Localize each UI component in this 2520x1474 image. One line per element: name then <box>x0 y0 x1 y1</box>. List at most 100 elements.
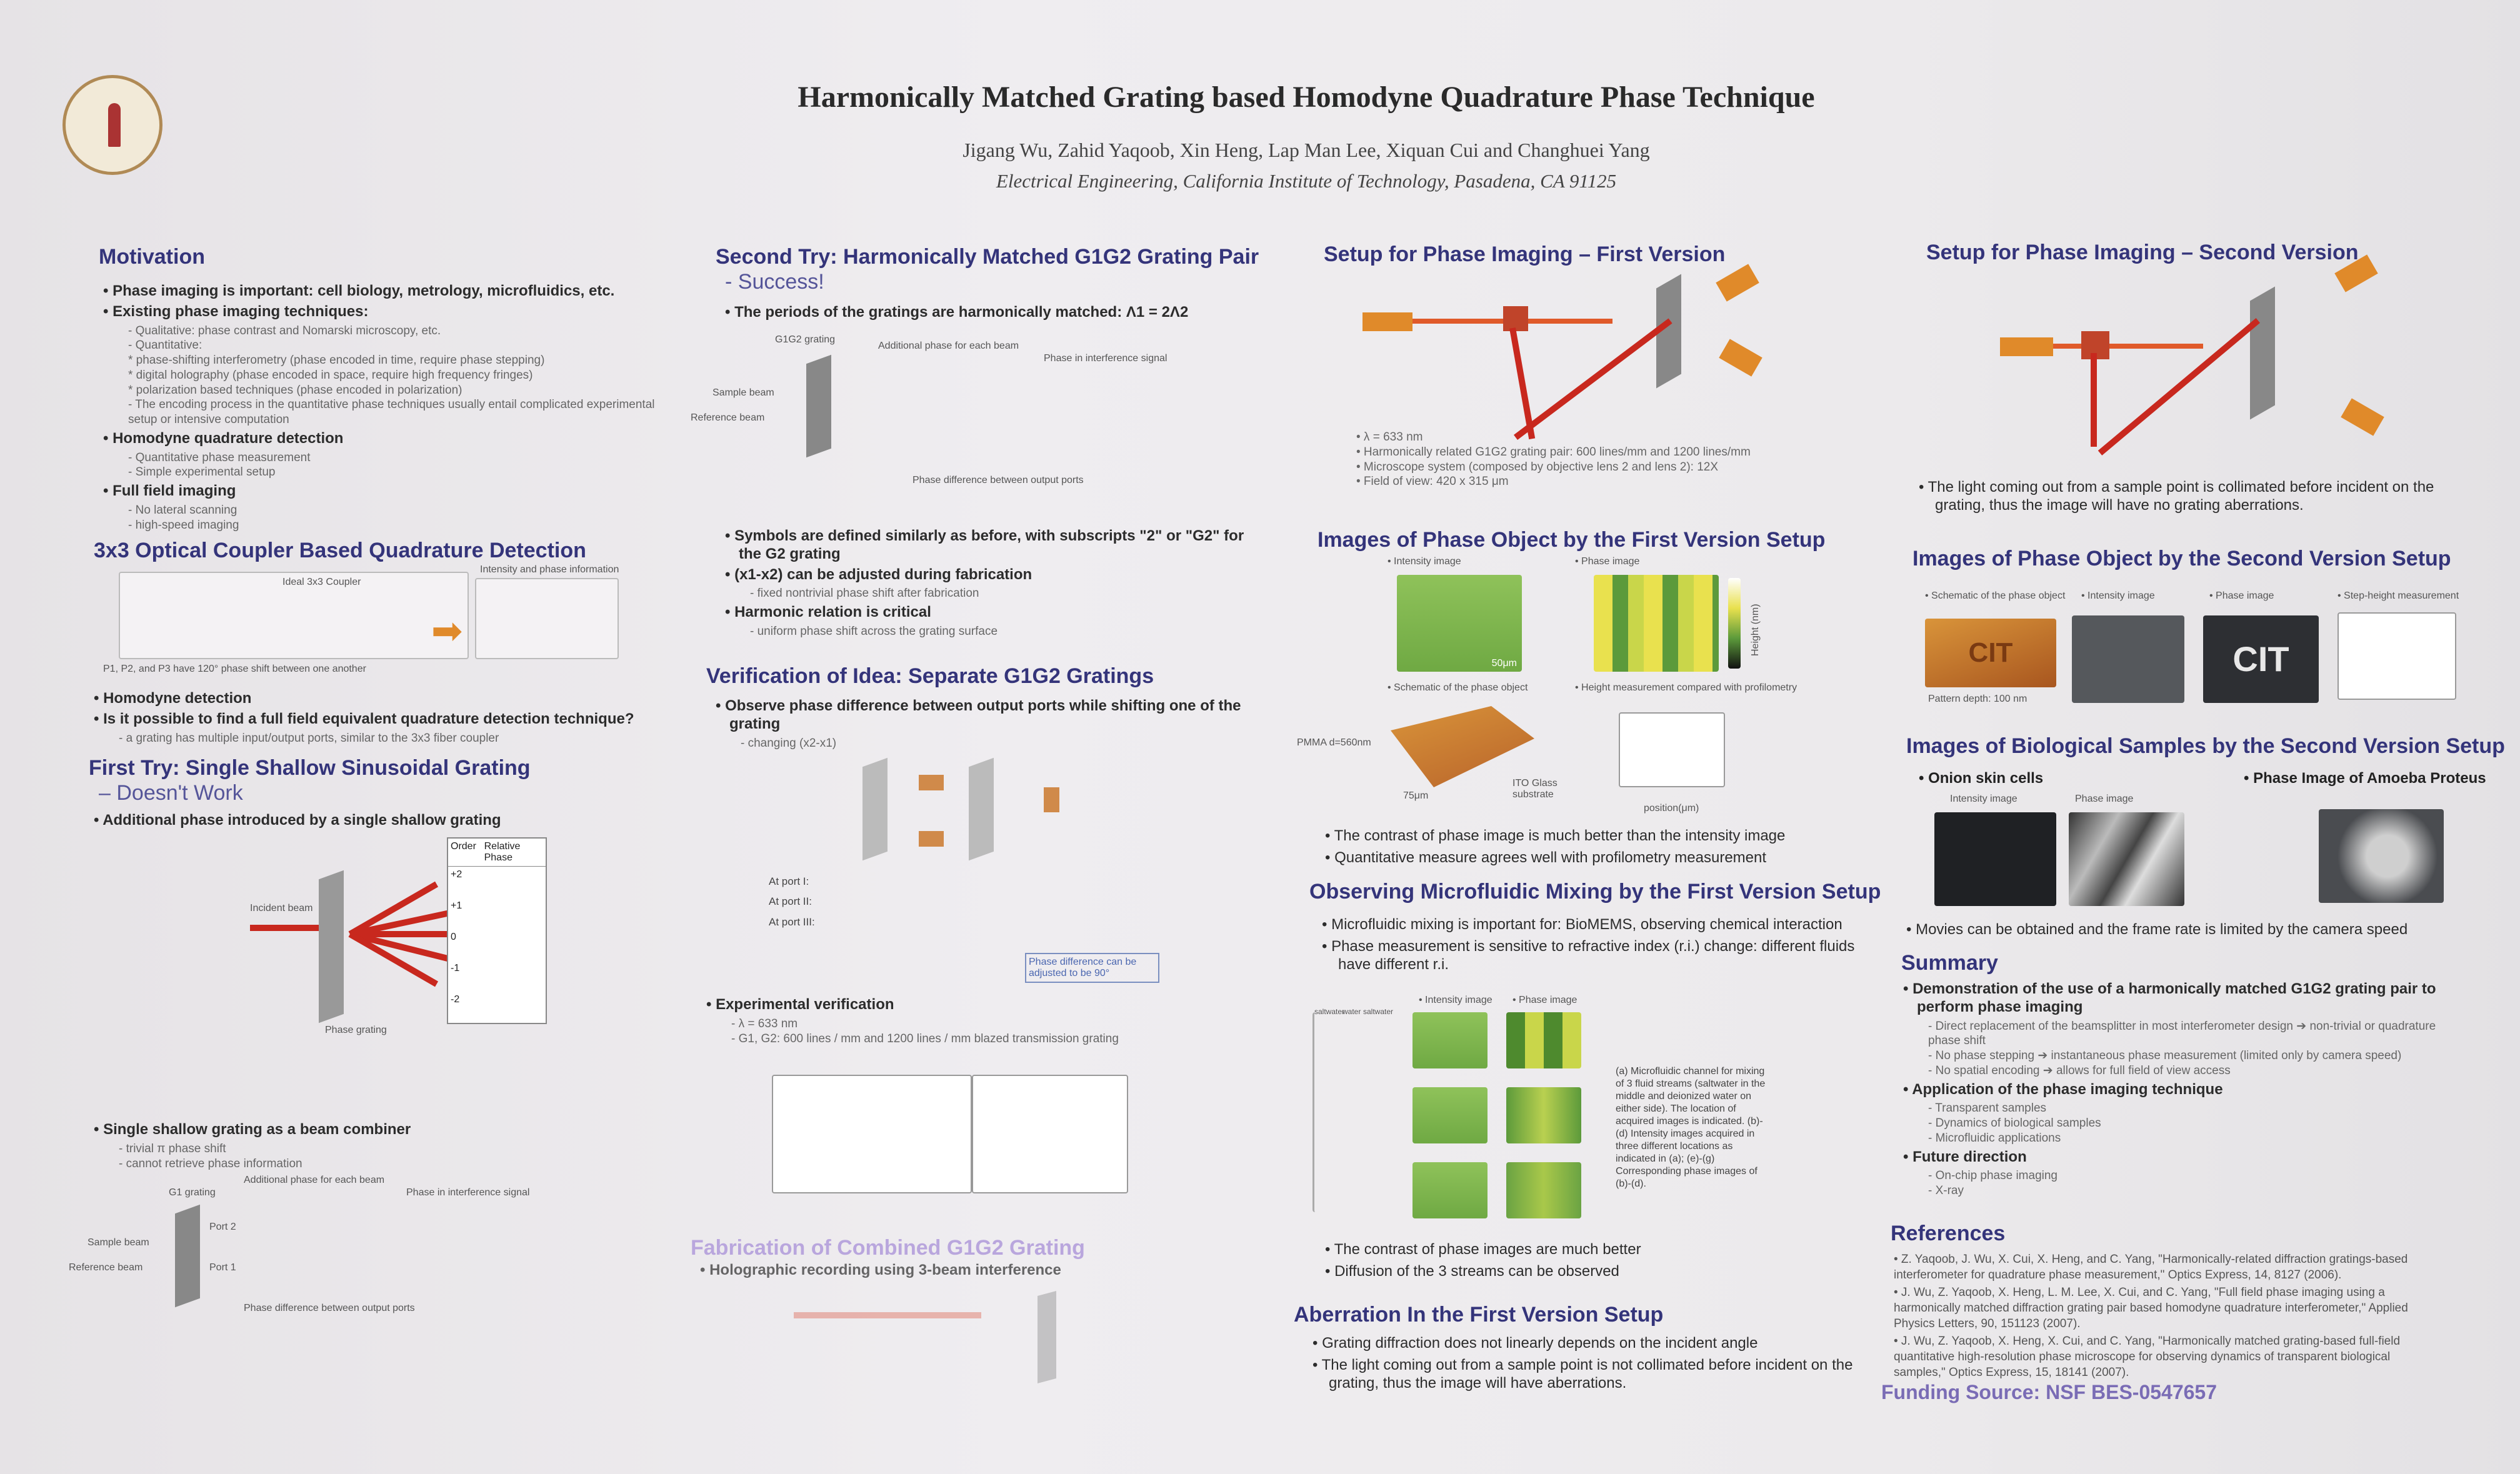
bullet-item: Homodyne quadrature detection <box>103 430 666 448</box>
coupler-label: Ideal 3x3 Coupler <box>282 577 361 587</box>
phase-object-schematic <box>1391 706 1534 787</box>
sub-bullet: - Direct replacement of the beamsplitter… <box>1928 1019 2436 1048</box>
hene-laser <box>2000 337 2053 356</box>
label: ITO Glass substrate <box>1512 778 1558 800</box>
microfluidic-list: Microfluidic mixing is important for: Bi… <box>1322 912 1859 977</box>
first-try-heading: First Try: Single Shallow Sinusoidal Gra… <box>89 756 531 780</box>
holographic-setup-diagram <box>762 1287 1088 1393</box>
coupler-list: Homodyne detectionIs it possible to find… <box>94 687 669 745</box>
sub-bullet: - changing (x2-x1) <box>741 736 837 750</box>
hene-laser <box>1362 312 1412 331</box>
order-cell: +2 <box>451 869 462 880</box>
bullet-item: Phase imaging is important: cell biology… <box>103 282 666 301</box>
colorbar-height-label: Height (nm) <box>1750 604 1761 656</box>
bullet-item: Full field imaging <box>103 482 666 500</box>
fabrication-list: Holographic recording using 3-beam inter… <box>700 1259 1238 1282</box>
phase-note-box: Phase difference can be adjusted to be 9… <box>1025 953 1159 983</box>
summary-heading: Summary <box>1901 951 1998 975</box>
label: saltwater <box>1363 1007 1394 1016</box>
incident-beam <box>250 925 344 931</box>
setup1-heading: Setup for Phase Imaging – First Version <box>1324 242 1726 266</box>
sub-bullet: - cannot retrieve phase information <box>119 1157 302 1170</box>
amoeba-text: Phase Image of Amoeba Proteus <box>2253 770 2486 787</box>
poster-title: Harmonically Matched Grating based Homod… <box>798 81 1815 114</box>
sub-bullet: - Microfluidic applications <box>1928 1131 2061 1145</box>
bullet-item: Microfluidic mixing is important for: Bi… <box>1322 916 1859 934</box>
first-try-list: Additional phase introduced by a single … <box>94 809 656 832</box>
reference-item: • Z. Yaqoob, J. Wu, X. Cui, X. Heng, and… <box>1894 1253 2408 1282</box>
label: water <box>1342 1007 1361 1016</box>
verification-list: Observe phase difference between output … <box>716 695 1253 750</box>
onion-phase-image <box>2069 812 2184 906</box>
sub-bullet: - fixed nontrivial phase shift after fab… <box>750 587 979 600</box>
label: Port 2 <box>209 1222 236 1232</box>
second-try-heading: Second Try: Harmonically Matched G1G2 Gr… <box>716 245 1259 269</box>
port-equations: At port I: At port II: At port III: <box>769 872 1119 932</box>
height-profile-plot <box>1619 712 1725 787</box>
axis-label: position(μm) <box>1644 803 1699 814</box>
order-cell: -2 <box>451 994 460 1005</box>
caption: • Schematic of the phase object <box>1388 682 1528 693</box>
laser-beam <box>1513 318 1672 440</box>
laser-beam <box>2091 353 2097 447</box>
motivation-list: Phase imaging is important: cell biology… <box>103 280 666 532</box>
sub-bullet: - Qualitative: phase contrast and Nomars… <box>128 324 441 337</box>
label: Additional phase for each beam <box>244 1175 385 1185</box>
sub-bullet: * polarization based techniques (phase e… <box>128 383 462 397</box>
g1-grating-figure: G1 grating Sample beam Reference beam Po… <box>69 1175 562 1343</box>
phase-image-f <box>1506 1087 1581 1143</box>
caption: Phase image <box>2075 794 2134 804</box>
bullet-item: Homodyne detection <box>94 690 669 708</box>
onion-intensity-image <box>1934 812 2056 906</box>
label: Phase difference between output ports <box>244 1303 415 1313</box>
coupler-equation: Intensity and phase information <box>475 564 619 659</box>
phase-image-e <box>1506 1012 1581 1068</box>
bullet-item: Observe phase difference between output … <box>716 697 1253 734</box>
bio-list: Movies can be obtained and the frame rat… <box>1906 917 2469 943</box>
coupler-info-label: Intensity and phase information <box>480 564 619 575</box>
bullet-item: Phase measurement is sensitive to refrac… <box>1322 938 1859 974</box>
caption: • Schematic of the phase object <box>1925 590 2066 601</box>
bullet-item: Symbols are defined similarly as before,… <box>725 527 1262 564</box>
authors: Jigang Wu, Zahid Yaqoob, Xin Heng, Lap M… <box>962 139 1650 161</box>
beam-combiner-list: Single shallow grating as a beam combine… <box>94 1118 656 1171</box>
label: Sample beam <box>712 387 774 398</box>
camera <box>1716 264 1759 302</box>
microfluidic-channel-diagram: saltwater water saltwater <box>1312 1007 1394 1212</box>
arrow-icon: ➡ <box>431 610 463 652</box>
laser-beam <box>794 1312 981 1318</box>
bullet-item: (x1-x2) can be adjusted during fabricati… <box>725 566 1262 584</box>
cit-schematic: CIT <box>1925 619 2056 687</box>
caption: • Phase image <box>2209 590 2274 601</box>
sub-bullet: - high-speed imaging <box>128 518 239 532</box>
label: Sample beam <box>88 1237 149 1248</box>
bullet-item: The contrast of phase image is much bett… <box>1325 827 1862 845</box>
sub-bullet: - λ = 633 nm <box>731 1017 798 1030</box>
sub-bullet: - Quantitative: <box>128 339 202 352</box>
reference-item: • J. Wu, Z. Yaqoob, X. Heng, L. M. Lee, … <box>1894 1286 2408 1330</box>
scale-bar: 50μm <box>1491 658 1517 669</box>
grating-g2 <box>969 757 994 861</box>
sub-bullet: • λ = 633 nm <box>1356 431 1423 444</box>
intensity-image-c <box>1412 1087 1488 1143</box>
g1g2-grating-figure: G1G2 grating Sample beam Reference beam … <box>691 331 1212 519</box>
bar-width-label: 75μm <box>1403 790 1429 801</box>
mirror-m2 <box>919 831 944 847</box>
intensity-image-d <box>1412 1162 1488 1218</box>
separate-gratings-diagram <box>781 750 1081 869</box>
phase-header: Relative Phase <box>484 841 521 863</box>
sub-bullet: - Simple experimental setup <box>128 466 276 479</box>
caption: • Intensity image <box>2081 590 2155 601</box>
bullet-item: Demonstration of the use of a harmonical… <box>1903 980 2453 1017</box>
laser-beam <box>2098 318 2261 456</box>
mirror-m3 <box>1044 787 1059 812</box>
g1-grating <box>175 1204 200 1308</box>
sub-bullet: - Quantitative phase measurement <box>128 451 311 464</box>
bullet-item: Existing phase imaging techniques: <box>103 303 666 321</box>
coupler-heading: 3x3 Optical Coupler Based Quadrature Det… <box>94 539 586 562</box>
order-cell: +1 <box>451 900 462 911</box>
sub-bullet: - uniform phase shift across the grating… <box>750 624 998 638</box>
label: G1G2 grating <box>775 334 836 345</box>
bullet-item: Holographic recording using 3-beam inter… <box>700 1262 1238 1280</box>
sub-bullet: * digital holography (phase encoded in s… <box>128 368 533 382</box>
